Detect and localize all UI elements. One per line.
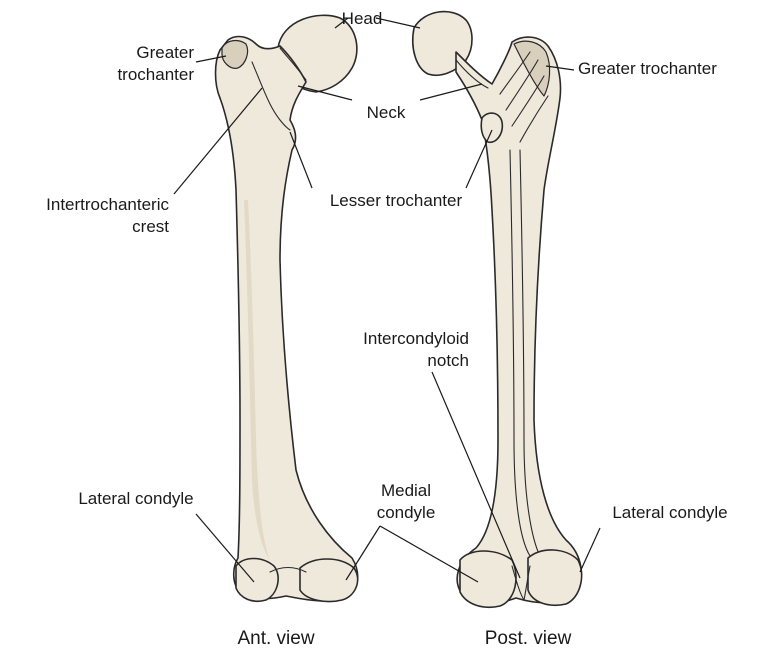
labels: Head Greater trochanter Greater trochant… [46,9,728,649]
label-greater-trochanter-left-line1: Greater [136,43,194,62]
anterior-femur [216,15,358,601]
posterior-medial-condyle [460,551,516,607]
caption-posterior-view: Post. view [485,628,572,649]
posterior-lesser-trochanter [481,113,502,142]
label-lateral-condyle-right: Lateral condyle [612,503,727,522]
label-medial-condyle-line1: Medial [381,481,431,500]
label-head: Head [342,9,383,28]
label-intertrochanteric-line2: crest [132,217,169,236]
anterior-medial-condyle [300,559,358,602]
label-neck: Neck [367,103,406,122]
posterior-lateral-condyle [528,550,582,605]
caption-anterior-view: Ant. view [237,628,314,649]
leader-lesser-trochanter-left [290,132,312,188]
label-intertrochanteric-line1: Intertrochanteric [46,195,169,214]
leader-medial-condyle-anterior [346,526,380,580]
label-greater-trochanter-right: Greater trochanter [578,59,717,78]
leader-lateral-condyle-right [580,528,600,572]
label-lesser-trochanter: Lesser trochanter [330,191,463,210]
anterior-lateral-condyle [236,559,278,602]
leader-head-right [376,18,420,28]
anterior-shaft [216,37,358,602]
label-greater-trochanter-left-line2: trochanter [117,65,194,84]
label-intercondyloid-line1: Intercondyloid [363,329,469,348]
label-lateral-condyle-left: Lateral condyle [78,489,193,508]
posterior-femur [413,12,582,608]
label-intercondyloid-line2: notch [427,351,469,370]
label-medial-condyle-line2: condyle [377,503,436,522]
leader-medial-condyle-posterior [380,526,478,582]
